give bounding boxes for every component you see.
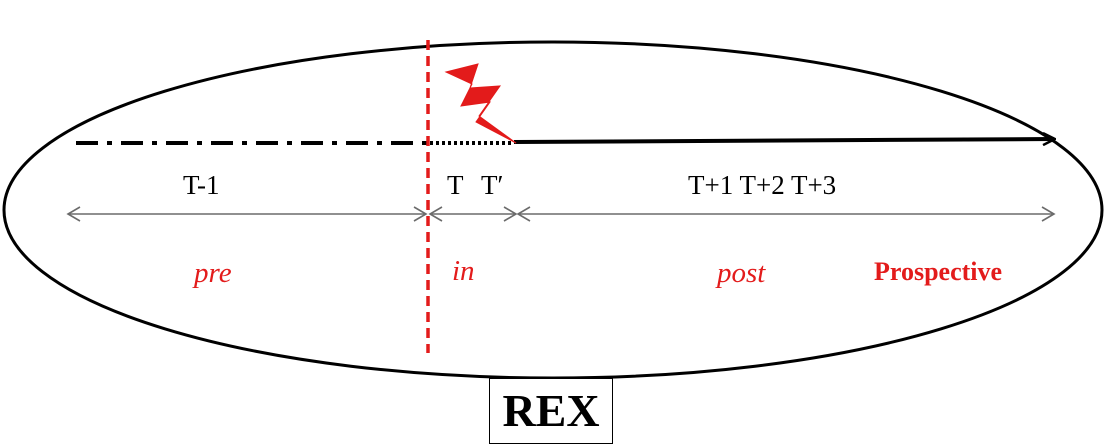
label-in: in	[452, 255, 475, 287]
interval-in-arrow	[428, 206, 518, 222]
label-t: T	[447, 170, 464, 200]
label-t-plus: T+1 T+2 T+3	[688, 170, 836, 200]
rex-label: REX	[502, 385, 600, 436]
label-t-prime: T′	[481, 170, 503, 200]
label-prospective: Prospective	[874, 257, 1002, 286]
rex-box: REX	[489, 378, 613, 444]
interval-post-arrow	[516, 206, 1056, 222]
label-t-minus-1: T-1	[183, 170, 220, 200]
interval-pre-arrow	[66, 206, 428, 222]
timeline-after-arrow	[513, 139, 1054, 142]
lightning-bolt-icon	[444, 63, 517, 144]
enclosing-ellipse	[2, 40, 1104, 380]
label-pre: pre	[192, 257, 232, 289]
label-post: post	[715, 257, 766, 289]
